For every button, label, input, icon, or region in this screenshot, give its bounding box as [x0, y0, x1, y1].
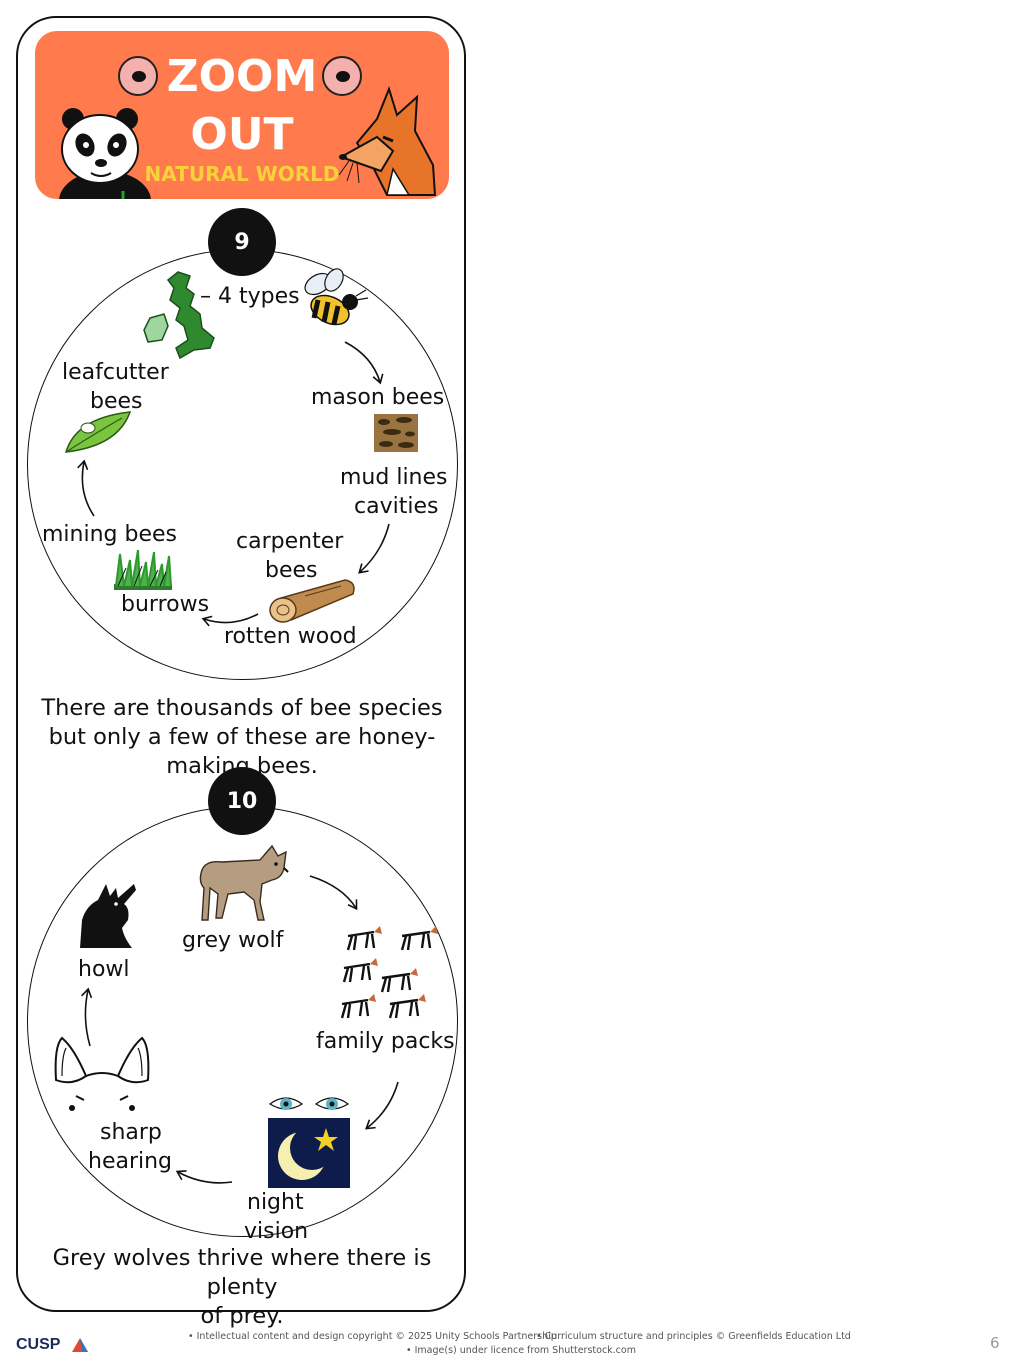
leafcutter-label-line2: bees — [90, 389, 143, 414]
header-banner: ZOOM OUT NATURAL WORLD — [35, 31, 449, 199]
bee-fact-line2: but only a few of these are honey- — [48, 724, 436, 750]
uk-map-icon — [143, 271, 215, 360]
fox-icon — [338, 85, 437, 196]
page-number: 6 — [990, 1334, 1000, 1352]
wolf-fact-line1: Grey wolves thrive where there is — [52, 1245, 432, 1271]
bee-fact-line1: There are thousands of bee species — [41, 695, 443, 721]
burrows-label: burrows — [121, 592, 210, 617]
section-number-badge: 9 — [208, 208, 276, 276]
log-icon — [269, 579, 355, 623]
footer-curriculum: • Curriculum structure and principles © … — [536, 1331, 851, 1342]
section-number-badge-10: 10 — [208, 767, 276, 835]
night-label-line2: vision — [244, 1219, 309, 1244]
grass-icon — [114, 549, 172, 590]
logo-triangle-icon — [72, 1338, 88, 1352]
bee-icon — [304, 268, 369, 326]
leafcutter-label-line1: leafcutter — [62, 360, 169, 385]
mining-bees-label: mining bees — [42, 522, 177, 547]
eyes-icon — [268, 1097, 350, 1110]
banner-title-out: OUT — [190, 109, 294, 160]
howling-wolf-icon — [80, 884, 136, 948]
card-frame — [16, 16, 466, 1312]
sharp-label-line1: sharp — [100, 1120, 162, 1145]
banner-subtitle: NATURAL WORLD — [144, 162, 340, 186]
wolf-pack-icon — [340, 926, 438, 1019]
cycle-arrows-10 — [81, 875, 399, 1184]
wolf-fact-line3: of prey. — [200, 1303, 284, 1329]
carpenter-label-line2: bees — [265, 558, 318, 583]
moon-icon — [268, 1118, 350, 1188]
ears-icon — [54, 1036, 150, 1111]
carpenter-label-line1: carpenter — [236, 529, 344, 554]
top-label: – 4 types — [200, 284, 300, 309]
howl-label: howl — [78, 957, 130, 982]
night-label-line1: night — [247, 1190, 304, 1215]
mud-label-line2: cavities — [354, 494, 439, 519]
mud-label-line1: mud lines — [340, 465, 448, 490]
banner-title-zoom: ZOOM — [166, 51, 318, 102]
panda-icon — [59, 108, 151, 199]
wolf-fact-line2: plenty — [206, 1274, 278, 1300]
cycle-arrows-9 — [77, 341, 390, 627]
cusp-logo: CUSP — [16, 1336, 61, 1353]
wolf-icon — [199, 844, 289, 921]
rotten-wood-label: rotten wood — [224, 624, 357, 649]
eye-icon-left — [118, 56, 158, 96]
mud-icon — [374, 414, 418, 452]
mason-bees-label: mason bees — [311, 385, 445, 410]
sharp-label-line2: hearing — [88, 1149, 173, 1174]
footer-copyright: • Intellectual content and design copyri… — [188, 1331, 557, 1342]
leaf-icon — [64, 411, 132, 453]
family-packs-label: family packs — [316, 1029, 455, 1054]
grey-wolf-label: grey wolf — [182, 928, 284, 953]
footer-image-licence: • Image(s) under licence from Shuttersto… — [406, 1345, 636, 1356]
eye-icon-right — [322, 56, 362, 96]
